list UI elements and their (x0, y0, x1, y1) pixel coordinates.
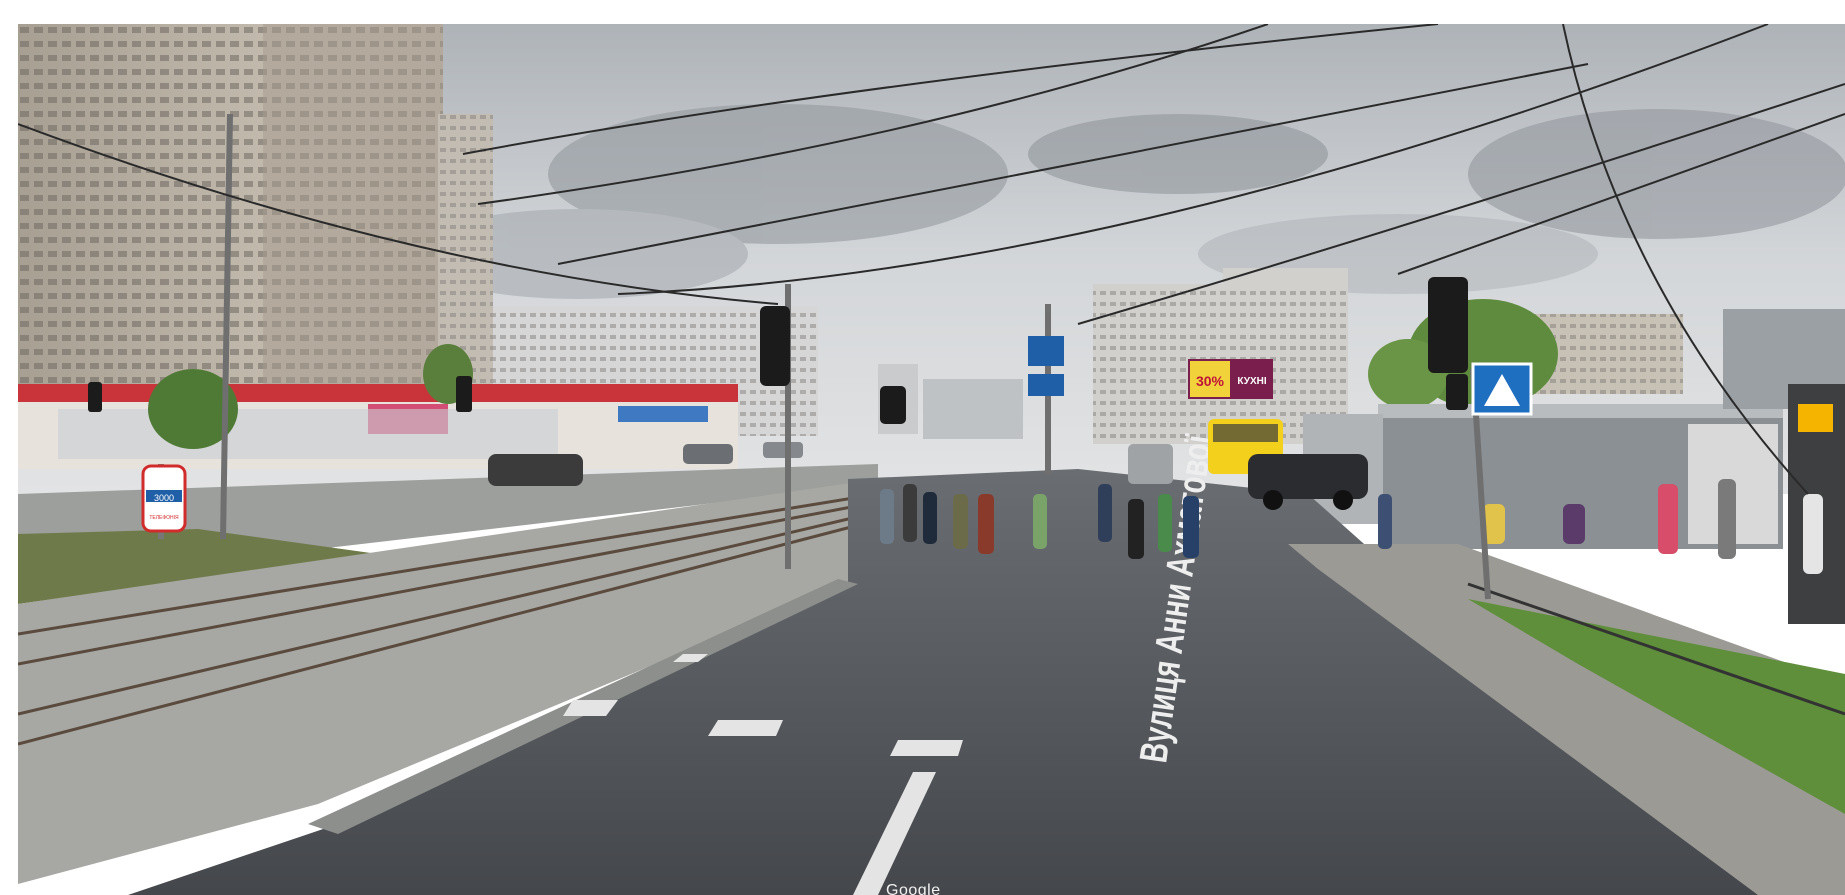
left-tower-blocks (18, 24, 493, 384)
lane-markings (563, 654, 963, 895)
bus-stop-sign: 3000 ТЕЛЕФОНІЯ (141, 464, 187, 539)
traffic-lights (88, 277, 1468, 424)
billboard-text: КУХНІ (1237, 376, 1266, 387)
market-railing (1467, 582, 1845, 716)
vehicles (488, 419, 1368, 510)
pedestrians (880, 479, 1823, 574)
dark-suv (1248, 454, 1368, 499)
traffic-light-icon (760, 306, 790, 386)
street-scene: 30% КУХНІ Вулиця Анни Ахматової (18, 24, 1845, 895)
grass-left (18, 529, 378, 604)
market-kiosks (1303, 309, 1845, 624)
tram-platform (18, 479, 878, 884)
overhead-wires (18, 24, 1845, 495)
tram-rails (18, 492, 879, 746)
stop-sign-number: 3000 (154, 493, 174, 503)
grass-right (1468, 599, 1845, 814)
kitchen-billboard: 30% КУХНІ (1188, 359, 1273, 399)
direction-signs (1028, 336, 1533, 416)
shop-strip (18, 384, 738, 469)
street-view-photo: 30% КУХНІ Вулиця Анни Ахматової (18, 24, 1845, 895)
billboard-discount: 30% (1196, 373, 1225, 389)
stop-sign-text: ТЕЛЕФОНІЯ (149, 515, 179, 521)
sidewalk-right (1288, 544, 1845, 895)
google-watermark: Google (886, 882, 941, 895)
